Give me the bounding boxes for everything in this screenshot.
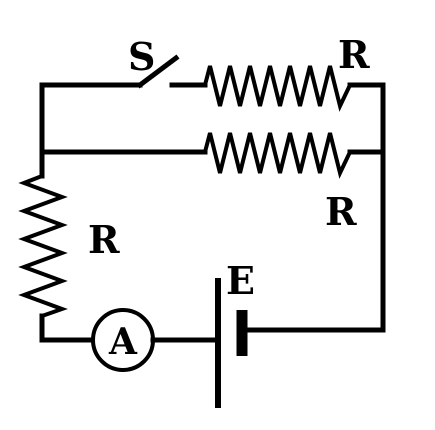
resistor-left — [18, 174, 68, 318]
wire-left-lower — [39, 313, 96, 343]
wire-top-left — [39, 82, 143, 155]
wire-top-right — [347, 82, 386, 155]
battery-label: E — [226, 258, 255, 303]
resistor-middle — [203, 132, 352, 179]
resistor-middle-label: R — [325, 189, 357, 234]
resistor-top — [203, 65, 352, 112]
resistor-left-label: R — [88, 217, 120, 262]
wire-battery-right — [242, 149, 386, 333]
resistor-top-label: R — [338, 32, 370, 77]
ammeter-label: A — [108, 321, 138, 363]
switch-label: S — [128, 34, 155, 79]
switch-blade — [136, 54, 180, 89]
